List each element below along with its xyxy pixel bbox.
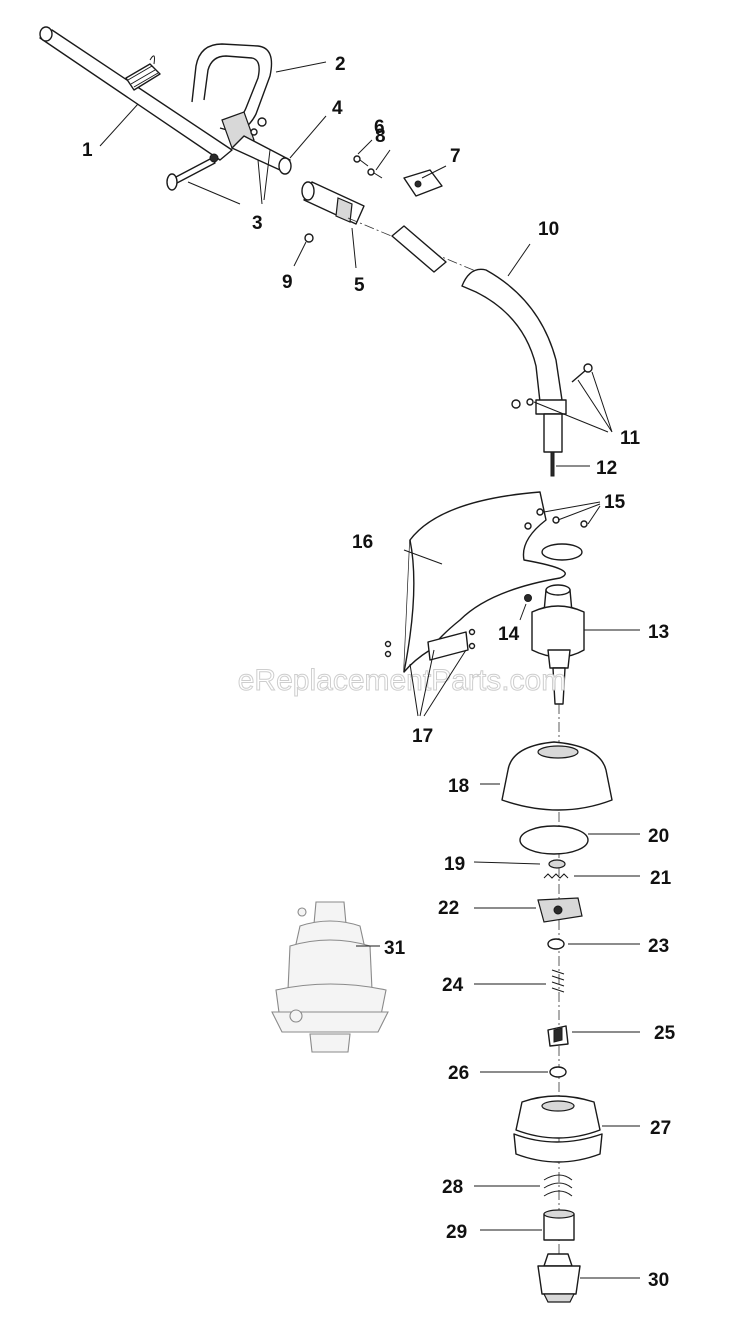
head-cover: [501, 741, 613, 811]
callout-31: 31: [384, 938, 406, 959]
lower-shaft: [461, 268, 593, 477]
eyelet: [543, 1209, 575, 1241]
retaining-ring: [547, 938, 565, 950]
bump-knob-insert: [547, 1025, 569, 1047]
callout-22: 22: [438, 898, 459, 919]
callout-5: 5: [354, 275, 365, 296]
callout-27: 27: [650, 1118, 671, 1139]
guard-screws: [384, 508, 588, 658]
spool-spring: [543, 1174, 573, 1197]
shaft-coupler: [301, 181, 365, 225]
callout-23: 23: [648, 936, 669, 957]
callout-29: 29: [446, 1222, 467, 1243]
callout-13: 13: [648, 622, 669, 643]
trimmer-guard: [403, 491, 583, 673]
callout-9: 9: [282, 272, 293, 293]
leader-lines: [99, 61, 640, 1279]
callout-12: 12: [596, 458, 617, 479]
callout-24: 24: [442, 975, 464, 996]
callout-7: 7: [450, 146, 461, 167]
callout-26: 26: [448, 1063, 469, 1084]
callout-14: 14: [498, 624, 520, 645]
callout-4: 4: [332, 98, 343, 119]
callout-6: 6: [374, 117, 385, 138]
upper-shaft: [39, 26, 233, 161]
callout-16: 16: [352, 532, 373, 553]
shaft-axis: [347, 217, 479, 273]
ratchet: [537, 897, 583, 923]
callout-15: 15: [604, 492, 626, 513]
washer: [548, 859, 566, 869]
callout-18: 18: [448, 776, 469, 797]
callout-30: 30: [648, 1270, 669, 1291]
small-o-ring: [549, 1066, 567, 1078]
handle-bolt: [166, 153, 219, 191]
spool: [513, 1095, 603, 1163]
callout-19: 19: [444, 854, 465, 875]
callout-labels: 1 2 3 4 5 6 7 8 9 10 11 12 13 14 15 16 1…: [82, 54, 676, 1291]
small-spring: [543, 873, 569, 879]
assist-handle: [191, 43, 273, 149]
callout-28: 28: [442, 1177, 463, 1198]
callout-20: 20: [648, 826, 669, 847]
bump-knob: [537, 1253, 581, 1303]
release-button: [403, 169, 443, 197]
callout-21: 21: [650, 868, 672, 889]
alternate-head-assembly: [271, 901, 389, 1053]
callout-17: 17: [412, 726, 433, 747]
watermark-text: eReplacementParts.com: [238, 664, 566, 697]
main-spring: [551, 969, 565, 993]
gear-head: [531, 584, 585, 705]
lower-shaft-sleeve: [391, 225, 447, 273]
callout-11: 11: [620, 428, 641, 449]
shaft-coupler-tube: [231, 135, 292, 175]
o-ring: [519, 825, 589, 855]
callout-3: 3: [252, 213, 263, 234]
small-screws: [304, 155, 383, 243]
callout-25: 25: [654, 1023, 676, 1044]
callout-1: 1: [82, 140, 93, 161]
callout-10: 10: [538, 219, 559, 240]
callout-2: 2: [335, 54, 346, 75]
callout-8: 8: [375, 126, 386, 147]
